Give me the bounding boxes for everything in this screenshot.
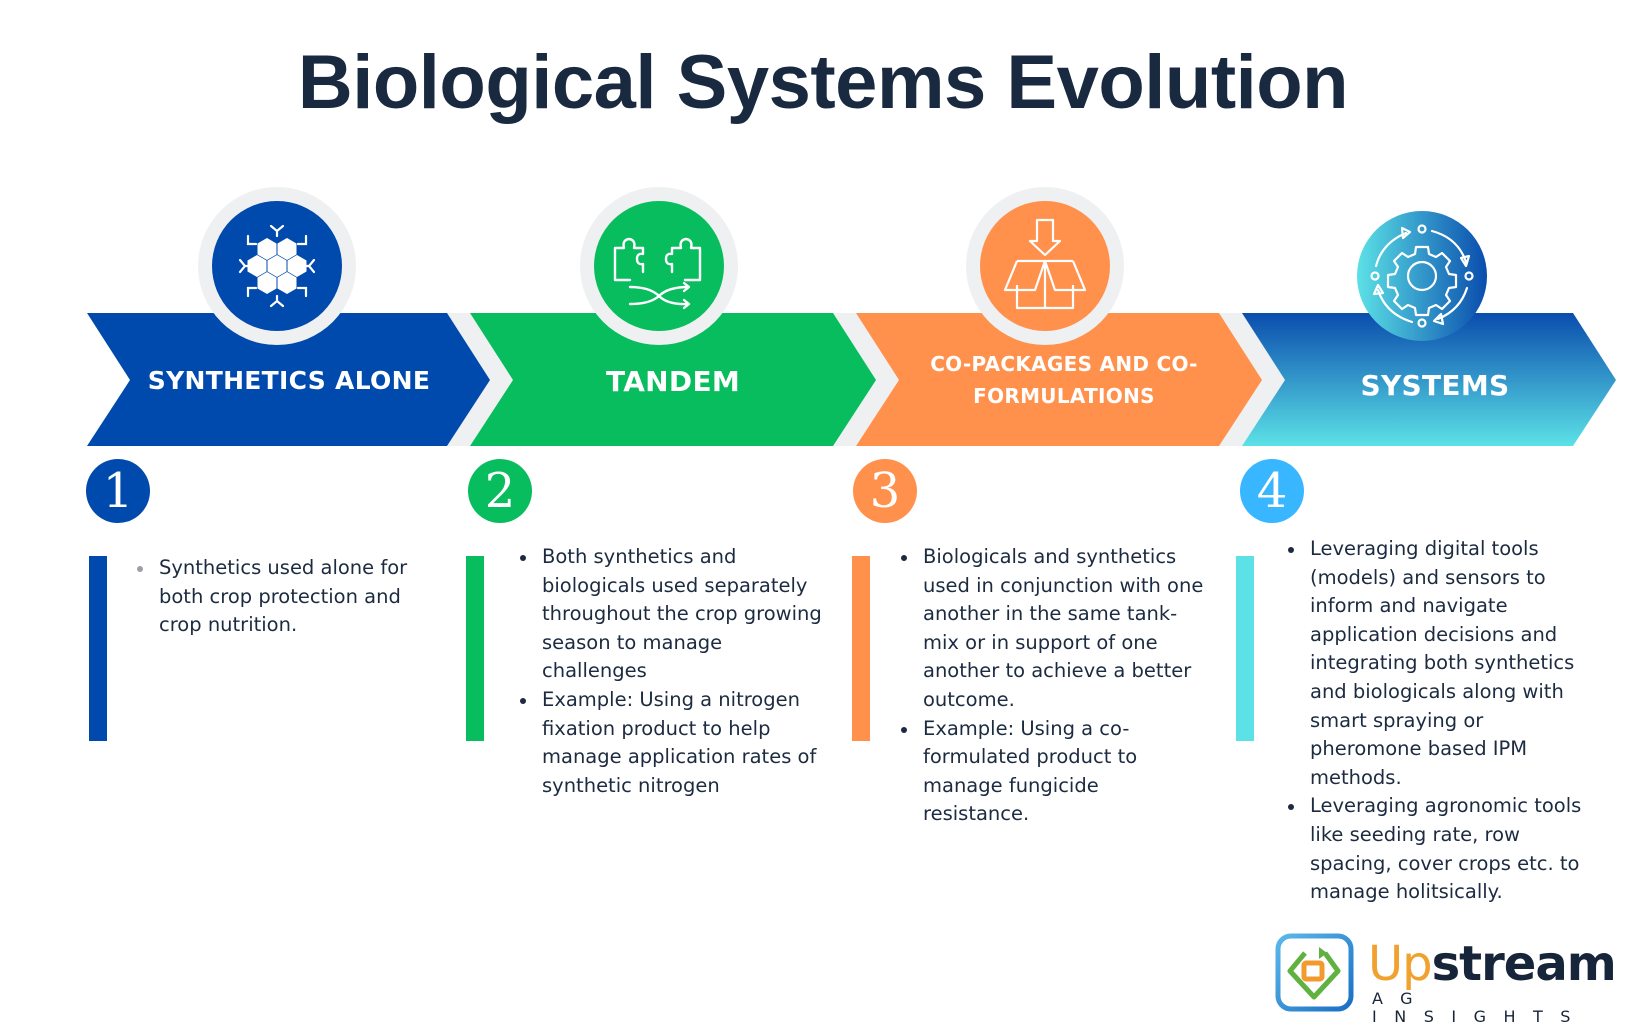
stage-1-accent-bar bbox=[89, 556, 107, 741]
logo-wordmark: Upstream bbox=[1368, 936, 1617, 992]
gear-cycle-icon bbox=[1357, 211, 1487, 341]
stage-2-bullet: Both synthetics and biologicals used sep… bbox=[514, 543, 824, 686]
stage-3-bullet: Biologicals and synthetics used in conju… bbox=[895, 543, 1205, 715]
box-download-icon bbox=[966, 187, 1124, 345]
stage-4-bullet: Leveraging digital tools (models) and se… bbox=[1282, 535, 1582, 792]
stage-3-label-line1: CO-PACKAGES AND CO- bbox=[930, 352, 1198, 376]
stage-4-accent-bar bbox=[1236, 556, 1254, 741]
stage-4-label: SYSTEMS bbox=[1360, 369, 1510, 402]
chevron-separators bbox=[447, 313, 1285, 446]
step-2-badge: 2 bbox=[468, 459, 532, 523]
stage-4-description: Leveraging digital tools (models) and se… bbox=[1282, 535, 1582, 907]
stage-2-label: TANDEM bbox=[605, 365, 741, 398]
stage-2-accent-bar bbox=[466, 556, 484, 741]
stage-1-label: SYNTHETICS ALONE bbox=[147, 366, 431, 395]
logo-word-up: Up bbox=[1368, 936, 1433, 992]
chevron-stage-4 bbox=[1242, 313, 1616, 446]
stage-3-bullet: Example: Using a co-formulated product t… bbox=[895, 715, 1205, 829]
page-title: Biological Systems Evolution bbox=[297, 40, 1349, 125]
stage-3-label-line2: FORMULATIONS bbox=[973, 384, 1155, 408]
stage-3-description: Biologicals and synthetics used in conju… bbox=[895, 543, 1205, 829]
puzzle-pieces-icon bbox=[580, 187, 738, 345]
stage-1-bullet: Synthetics used alone for both crop prot… bbox=[131, 554, 441, 640]
logo-subtitle: AG INSIGHTS bbox=[1372, 989, 1588, 1026]
stage-2-description: Both synthetics and biologicals used sep… bbox=[514, 543, 824, 800]
chevron-stage-1 bbox=[87, 313, 490, 446]
stage-2-bullet: Example: Using a nitrogen fixation produ… bbox=[514, 686, 824, 800]
upstream-logo-icon bbox=[1275, 933, 1354, 1012]
step-3-badge: 3 bbox=[853, 459, 917, 523]
stage-3-label: CO-PACKAGES AND CO- FORMULATIONS bbox=[899, 348, 1229, 412]
logo-word-stream: stream bbox=[1431, 936, 1617, 992]
stage-3-accent-bar bbox=[852, 556, 870, 741]
stage-1-description: Synthetics used alone for both crop prot… bbox=[131, 554, 441, 640]
stage-4-bullet: Leveraging agronomic tools like seeding … bbox=[1282, 792, 1582, 906]
hexagon-cluster-icon bbox=[198, 187, 356, 345]
chevron-stage-3 bbox=[856, 313, 1262, 446]
chevron-stage-2 bbox=[470, 313, 876, 446]
step-1-badge: 1 bbox=[86, 459, 150, 523]
step-4-badge: 4 bbox=[1240, 459, 1304, 523]
